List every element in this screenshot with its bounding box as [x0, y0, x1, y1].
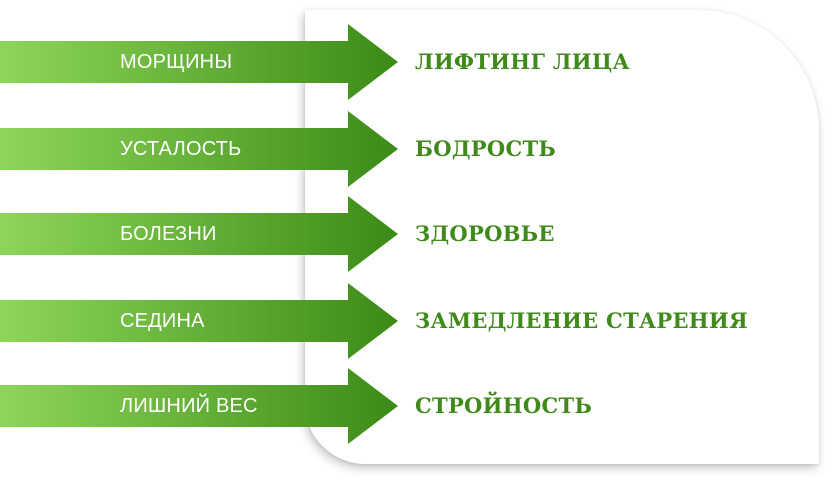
row-1: МОРЩИНЫ ЛИФТИНГ ЛИЦА: [0, 24, 830, 100]
result-label: БОДРОСТЬ: [415, 136, 557, 161]
row-4: СЕДИНА ЗАМЕДЛЕНИЕ СТАРЕНИЯ: [0, 283, 830, 359]
problem-label: УСТАЛОСТЬ: [120, 138, 242, 160]
arrow-1: [0, 24, 398, 100]
row-2: УСТАЛОСТЬ БОДРОСТЬ: [0, 111, 830, 187]
result-label: ЗДОРОВЬЕ: [415, 221, 555, 246]
result-label: СТРОЙНОСТЬ: [415, 393, 593, 418]
problem-label: БОЛЕЗНИ: [120, 223, 217, 245]
result-label: ЛИФТИНГ ЛИЦА: [415, 49, 630, 74]
result-label: ЗАМЕДЛЕНИЕ СТАРЕНИЯ: [415, 308, 748, 333]
arrow-5: [0, 368, 398, 444]
problem-label: ЛИШНИЙ ВЕС: [120, 395, 258, 417]
problem-label: СЕДИНА: [120, 310, 205, 332]
arrow-2: [0, 111, 398, 187]
row-5: ЛИШНИЙ ВЕС СТРОЙНОСТЬ: [0, 368, 830, 444]
arrow-3: [0, 196, 398, 272]
problem-label: МОРЩИНЫ: [120, 51, 233, 73]
row-3: БОЛЕЗНИ ЗДОРОВЬЕ: [0, 196, 830, 272]
arrow-4: [0, 283, 398, 359]
